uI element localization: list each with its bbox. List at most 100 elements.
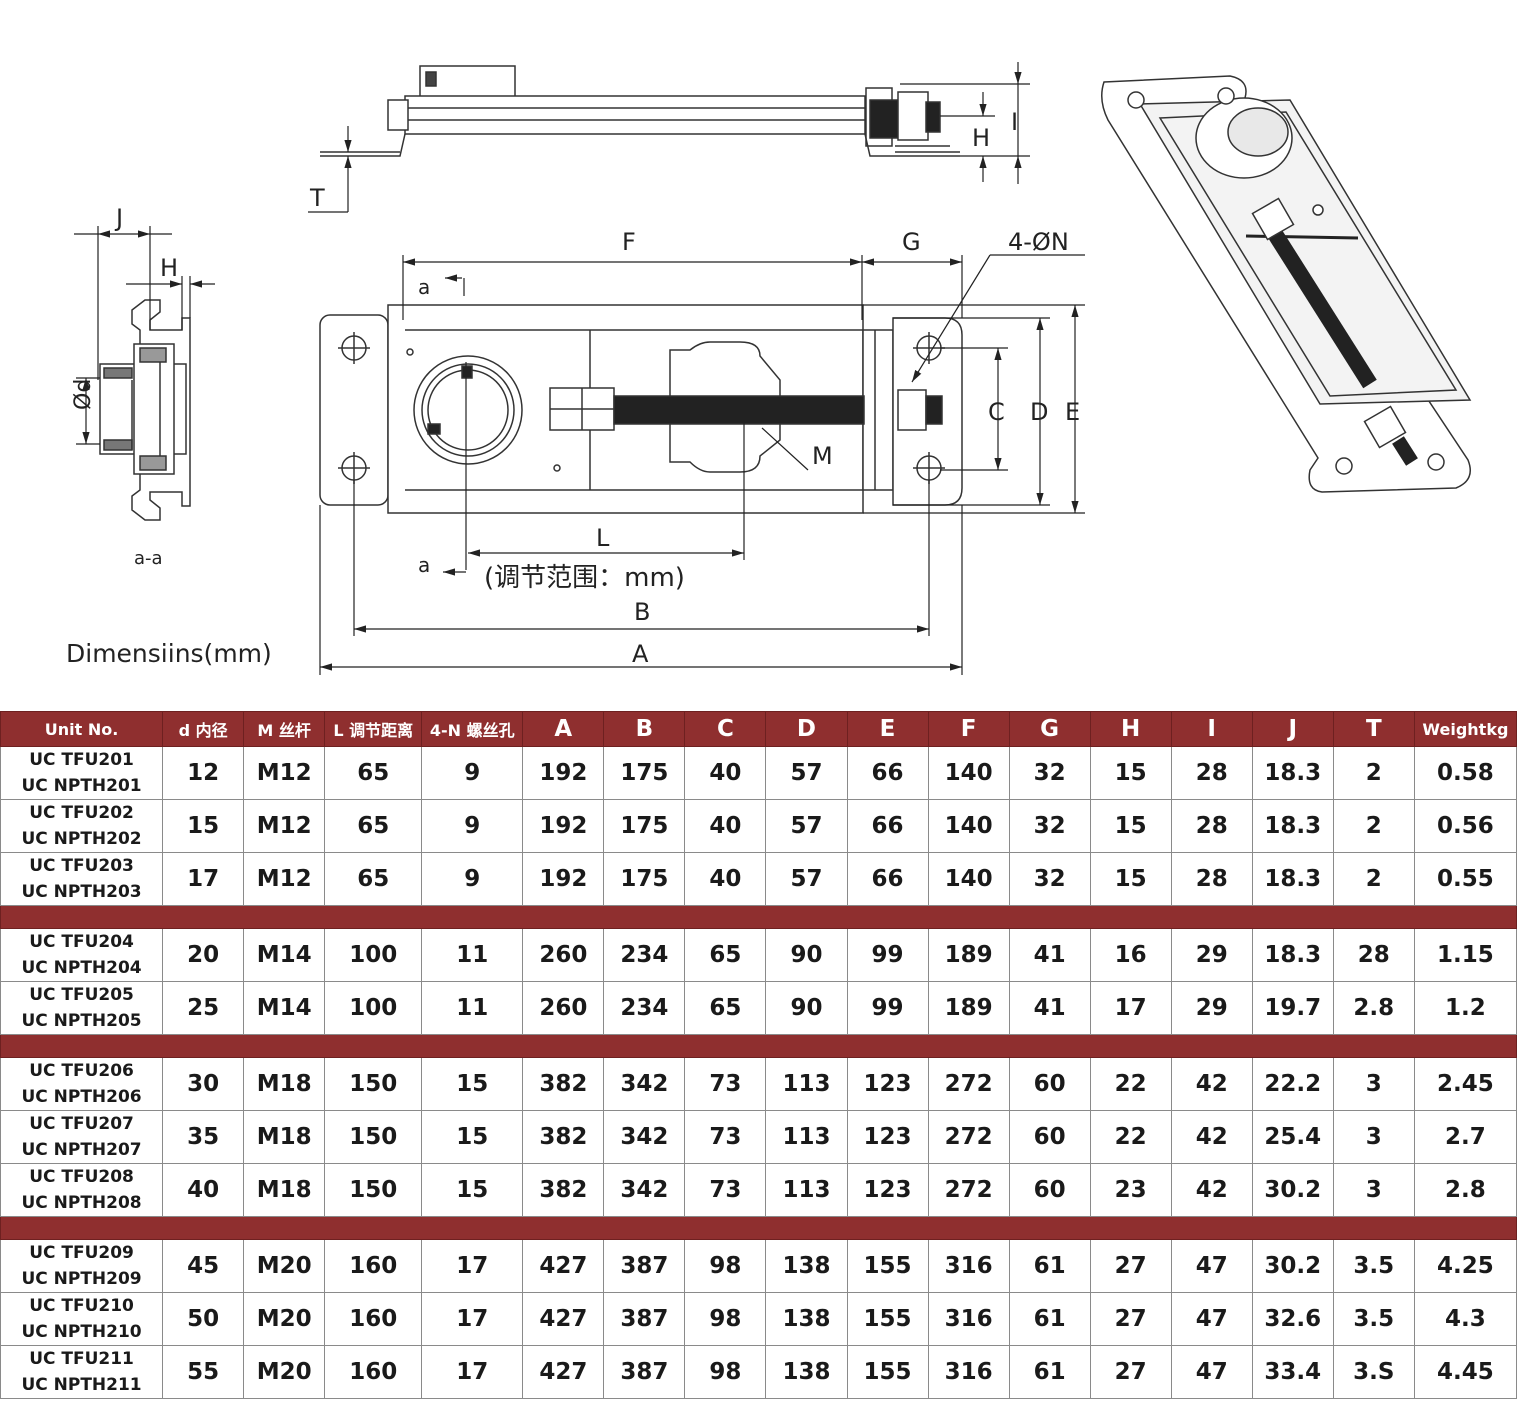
isometric-view (1101, 75, 1472, 493)
separator-cell (0, 1034, 1517, 1058)
label-H-side: H (972, 124, 990, 152)
column-header: D (765, 711, 848, 747)
table-cell: 150 (324, 1163, 423, 1217)
column-header: Weightkg (1413, 711, 1517, 747)
table-cell: 98 (684, 1239, 767, 1293)
table-cell: 316 (927, 1239, 1010, 1293)
label-a-top: a (418, 275, 430, 299)
unit-number: UC TFU209 (29, 1243, 134, 1263)
table-cell: 65 (684, 928, 767, 982)
unit-number: UC TFU203 (29, 856, 134, 876)
unit-number: UC TFU211 (29, 1349, 134, 1369)
table-cell: 272 (927, 1110, 1010, 1164)
table-cell: 1.2 (1413, 981, 1517, 1035)
table-cell: 155 (846, 1292, 929, 1346)
table-cell: 61 (1008, 1292, 1091, 1346)
table-cell: 3.S (1332, 1345, 1415, 1399)
table-cell: 100 (324, 981, 423, 1035)
table-cell: 11 (421, 981, 524, 1035)
table-cell: 47 (1170, 1345, 1253, 1399)
table-cell: 30.2 (1251, 1239, 1334, 1293)
table-cell: 382 (522, 1110, 605, 1164)
table-cell: M12 (243, 746, 326, 800)
table-cell: 2.8 (1413, 1163, 1517, 1217)
table-cell: 60 (1008, 1110, 1091, 1164)
column-header: Unit No. (0, 711, 164, 747)
label-a-bottom: a (418, 553, 430, 577)
table-cell: 4.25 (1413, 1239, 1517, 1293)
unit-number: UC NPTH208 (21, 1193, 142, 1213)
table-cell: 32 (1008, 852, 1091, 906)
table-cell: 18.3 (1251, 928, 1334, 982)
table-cell: 42 (1170, 1163, 1253, 1217)
separator-cell (0, 905, 1517, 929)
table-cell: 316 (927, 1292, 1010, 1346)
table-cell: 73 (684, 1163, 767, 1217)
table-cell: M14 (243, 928, 326, 982)
table-cell: 32 (1008, 799, 1091, 853)
table-cell: 427 (522, 1345, 605, 1399)
unit-number-cell: UC TFU211 UC NPTH211 (0, 1345, 164, 1399)
table-cell: 0.56 (1413, 799, 1517, 853)
table-cell: 47 (1170, 1239, 1253, 1293)
table-cell: 160 (324, 1292, 423, 1346)
unit-number: UC TFU204 (29, 932, 134, 952)
table-cell: M20 (243, 1239, 326, 1293)
table-cell: 17 (421, 1239, 524, 1293)
table-cell: 234 (603, 981, 686, 1035)
unit-number: UC NPTH206 (21, 1087, 142, 1107)
table-cell: 11 (421, 928, 524, 982)
column-header: 4-N 螺丝孔 (421, 711, 524, 747)
table-cell: 32.6 (1251, 1292, 1334, 1346)
table-cell: 316 (927, 1345, 1010, 1399)
table-cell: 19.7 (1251, 981, 1334, 1035)
table-cell: 3 (1332, 1110, 1415, 1164)
table-cell: 4.45 (1413, 1345, 1517, 1399)
table-cell: 90 (765, 981, 848, 1035)
table-cell: 260 (522, 981, 605, 1035)
table-cell: 22.2 (1251, 1057, 1334, 1111)
label-G: G (902, 228, 921, 256)
table-cell: 99 (846, 981, 929, 1035)
table-cell: 15 (421, 1110, 524, 1164)
unit-number: UC NPTH201 (21, 776, 142, 796)
table-cell: 57 (765, 746, 848, 800)
table-cell: 29 (1170, 928, 1253, 982)
table-cell: 0.55 (1413, 852, 1517, 906)
label-J: J (114, 204, 123, 232)
table-cell: 3.5 (1332, 1239, 1415, 1293)
table-cell: 15 (1089, 799, 1172, 853)
table-cell: 123 (846, 1057, 929, 1111)
table-cell: 22 (1089, 1057, 1172, 1111)
column-header: M 丝杆 (243, 711, 326, 747)
table-cell: 342 (603, 1110, 686, 1164)
table-cell: 57 (765, 799, 848, 853)
section-label: a-a (134, 548, 163, 569)
unit-number: UC NPTH211 (21, 1375, 142, 1395)
table-cell: 17 (162, 852, 245, 906)
column-header: H (1089, 711, 1172, 747)
table-cell: 189 (927, 928, 1010, 982)
table-cell: M18 (243, 1057, 326, 1111)
table-cell: 150 (324, 1057, 423, 1111)
label-C: C (988, 398, 1005, 426)
group-separator-row (0, 1216, 1517, 1240)
table-cell: M18 (243, 1110, 326, 1164)
unit-number: UC NPTH209 (21, 1269, 142, 1289)
label-N: 4-ØN (1008, 228, 1069, 256)
table-cell: 47 (1170, 1292, 1253, 1346)
table-cell: 342 (603, 1057, 686, 1111)
column-header: d 内径 (162, 711, 245, 747)
label-A: A (632, 640, 649, 668)
table-cell: 30 (162, 1057, 245, 1111)
table-cell: 15 (421, 1163, 524, 1217)
